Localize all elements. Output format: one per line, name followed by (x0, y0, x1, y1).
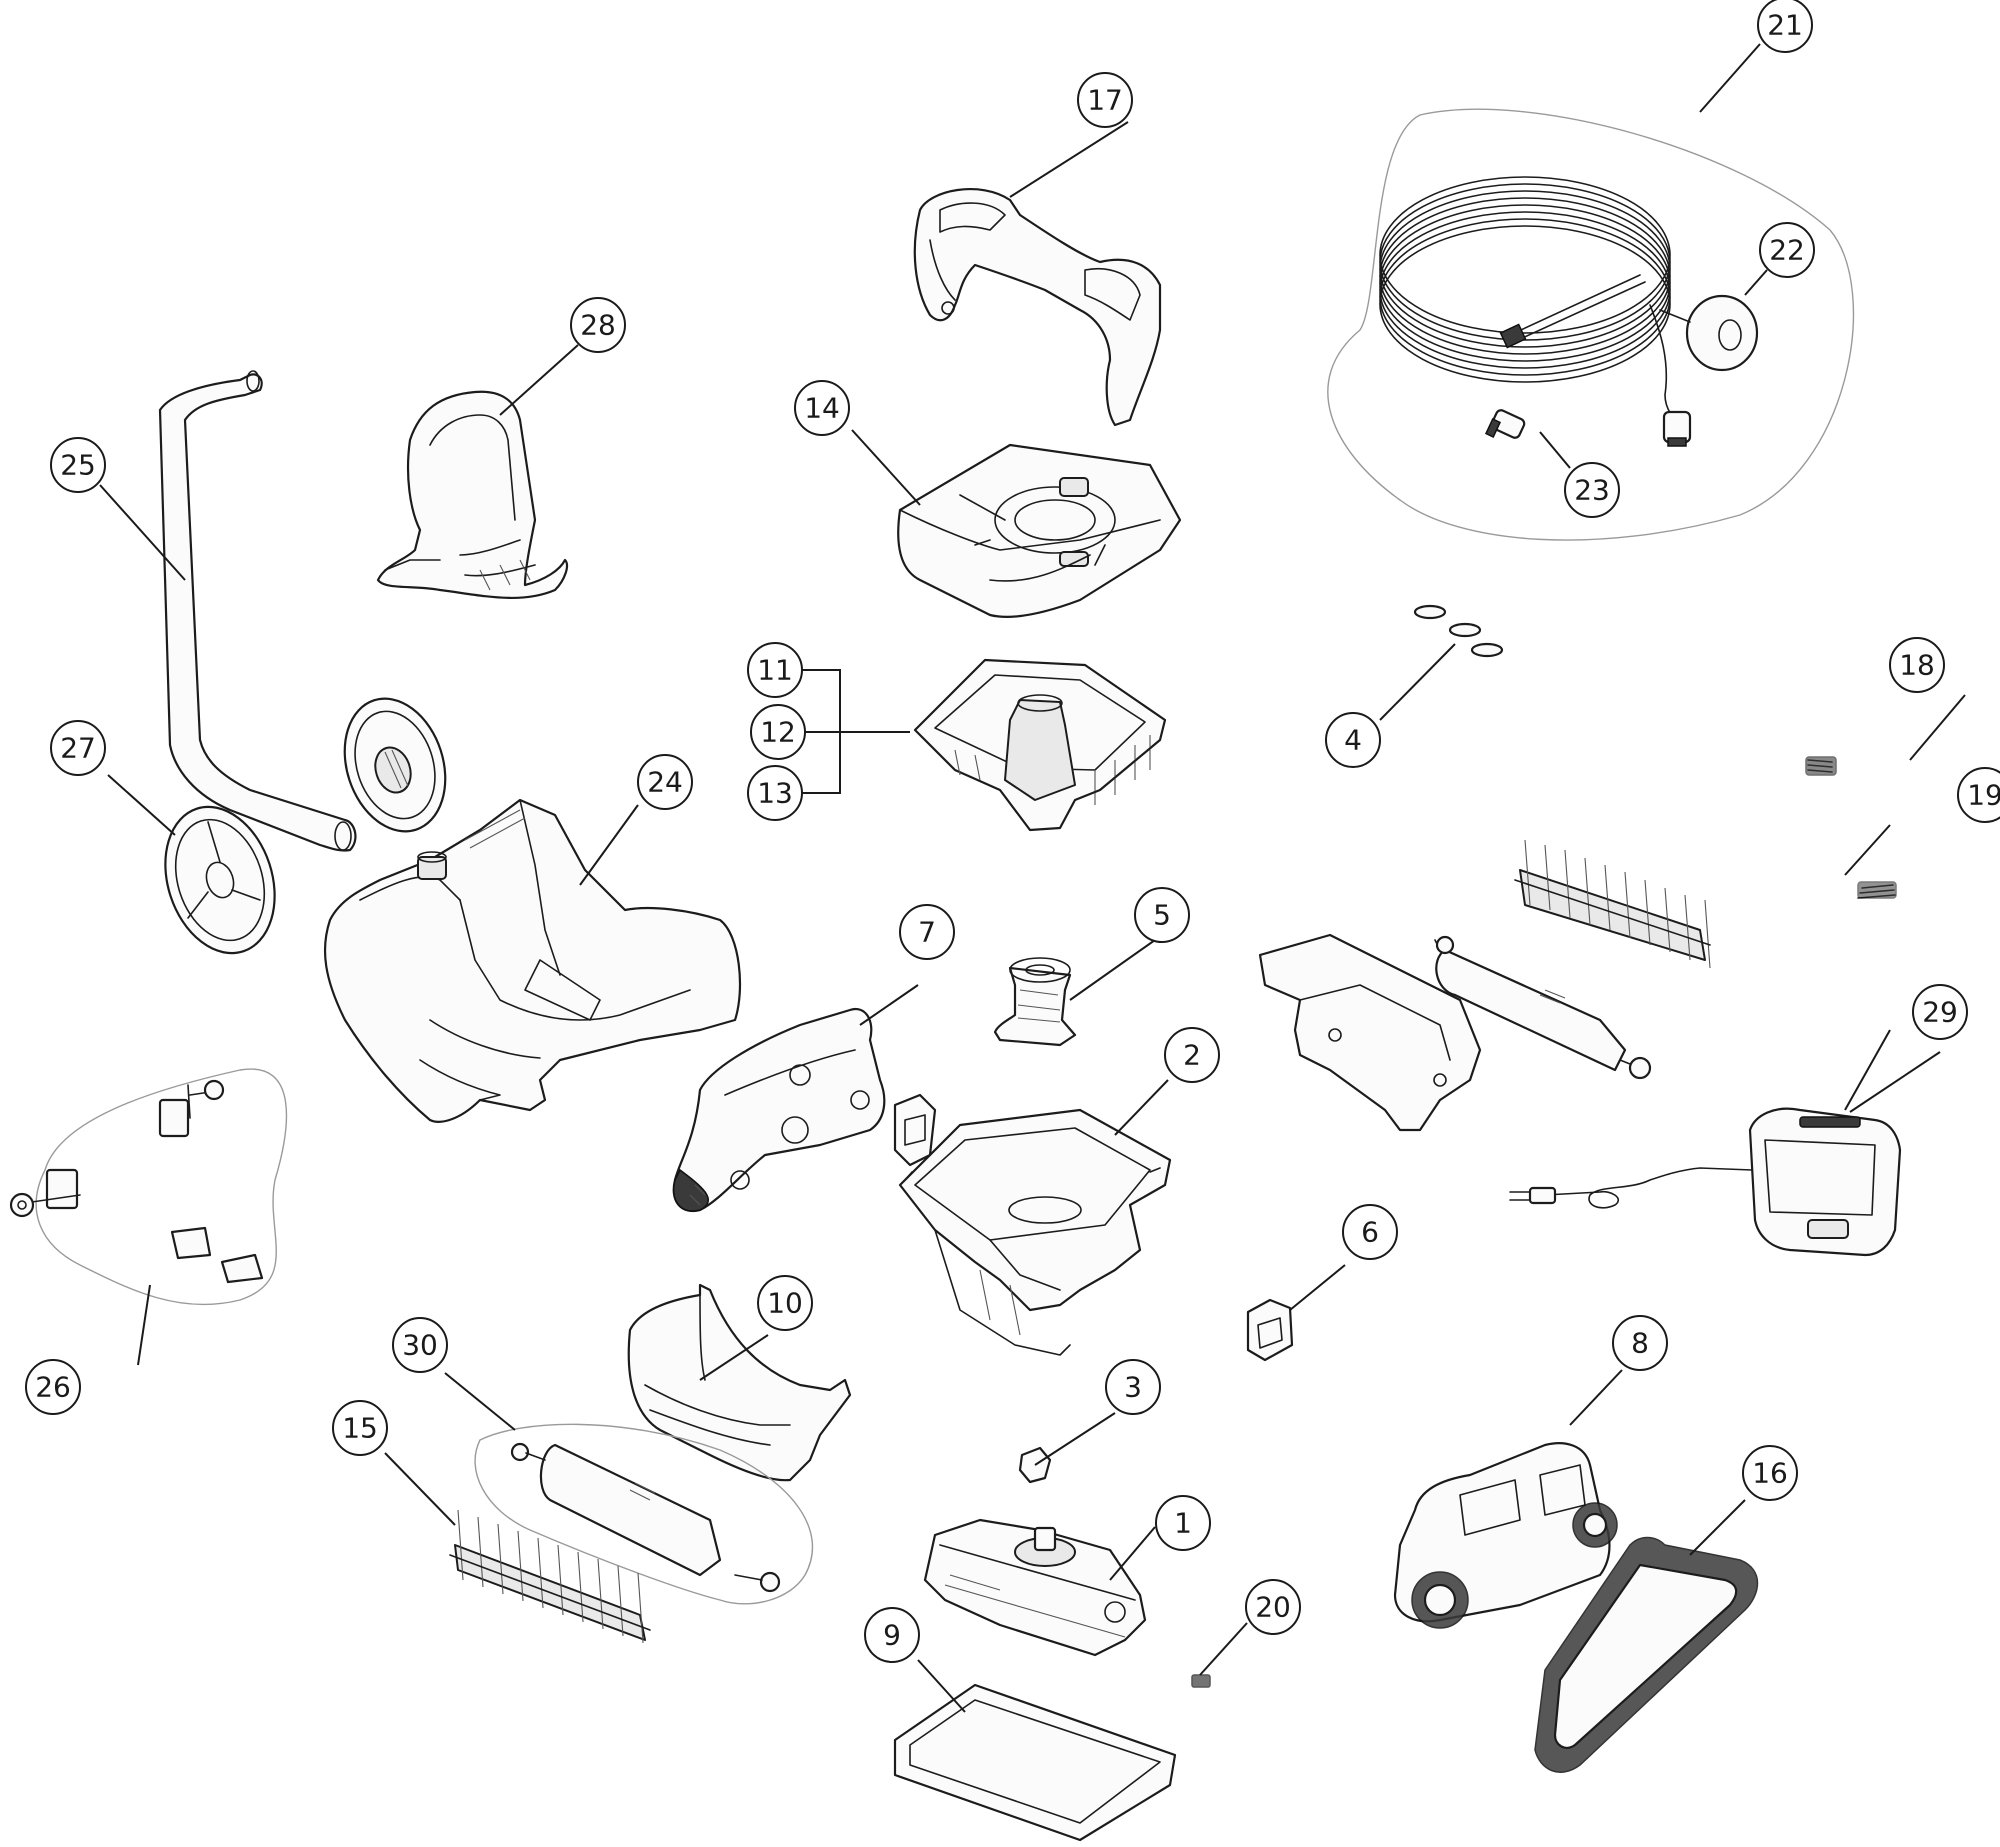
callout-19: 19 (1957, 767, 2000, 823)
callout-26: 26 (25, 1359, 81, 1415)
callout-7: 7 (899, 904, 955, 960)
part-27-wheel-right (343, 697, 447, 833)
svg-text:1: 1 (1174, 1507, 1192, 1540)
callout-15: 15 (332, 1400, 388, 1456)
callout-27: 27 (50, 720, 106, 776)
svg-text:30: 30 (402, 1329, 438, 1362)
callout-3: 3 (1105, 1359, 1161, 1415)
cable-group-outline (1327, 108, 1855, 541)
part-20-pin (1191, 1674, 1211, 1688)
callout-6: 6 (1342, 1204, 1398, 1260)
part-18-spring (1805, 756, 1837, 776)
callout-30: 30 (392, 1317, 448, 1373)
clips-group-outline (35, 1068, 288, 1306)
part-14-top-cover (897, 443, 1182, 618)
svg-text:23: 23 (1574, 474, 1610, 507)
svg-text:10: 10 (767, 1287, 803, 1320)
svg-text:9: 9 (883, 1619, 901, 1652)
part-27-wheel-left (164, 805, 276, 955)
svg-text:11: 11 (757, 654, 793, 687)
part-25-caddy-handle (158, 370, 357, 852)
part-23-connector (1484, 409, 1526, 439)
part-28-handle-support (376, 390, 569, 599)
svg-text:15: 15 (342, 1412, 378, 1445)
svg-text:3: 3 (1124, 1371, 1142, 1404)
svg-text:4: 4 (1344, 724, 1362, 757)
part-4-screws (1413, 604, 1504, 658)
svg-text:2: 2 (1183, 1039, 1201, 1072)
svg-text:25: 25 (60, 449, 96, 482)
svg-text:27: 27 (60, 732, 96, 765)
part-6-bracket (1246, 1298, 1294, 1362)
svg-text:17: 17 (1087, 84, 1123, 117)
svg-text:18: 18 (1899, 649, 1935, 682)
part-19-spring (1857, 881, 1897, 899)
part-21-floating-cable (1379, 176, 1692, 447)
callout-22: 22 (1759, 222, 1815, 278)
part-30-roller-tube (510, 1442, 781, 1593)
svg-text:16: 16 (1752, 1457, 1788, 1490)
callout-17: 17 (1077, 72, 1133, 128)
part-5-impeller (993, 957, 1077, 1047)
part-side-cover (1258, 933, 1482, 1132)
part-1-motor-block (923, 1518, 1147, 1657)
callout-16: 16 (1742, 1445, 1798, 1501)
part-9-base-plate (893, 1683, 1177, 1842)
svg-text:5: 5 (1153, 899, 1171, 932)
callout-13: 13 (747, 765, 803, 821)
callout-1: 1 (1155, 1495, 1211, 1551)
part-2-body (898, 1108, 1172, 1356)
callout-9: 9 (864, 1607, 920, 1663)
callout-20: 20 (1245, 1579, 1301, 1635)
svg-text:20: 20 (1255, 1591, 1291, 1624)
svg-text:7: 7 (918, 916, 936, 949)
callout-14: 14 (794, 380, 850, 436)
roller-group-outline (474, 1423, 814, 1605)
callout-21: 21 (1757, 0, 1813, 53)
svg-text:21: 21 (1767, 9, 1803, 42)
part-10-front-bumper (627, 1283, 852, 1482)
callout-12: 12 (750, 704, 806, 760)
callout-5: 5 (1134, 887, 1190, 943)
callout-24: 24 (637, 754, 693, 810)
callout-10: 10 (757, 1275, 813, 1331)
part-pivot-block (893, 1093, 937, 1167)
leader-lines (99, 43, 1966, 1713)
part-brush-roller-right (1514, 839, 1711, 969)
svg-text:8: 8 (1631, 1327, 1649, 1360)
svg-text:14: 14 (804, 392, 840, 425)
part-7-side-plate (672, 1007, 886, 1213)
callout-29: 29 (1912, 984, 1968, 1040)
part-22-swivel (1659, 294, 1759, 372)
part-29-power-supply (1509, 1107, 1902, 1257)
svg-text:24: 24 (647, 766, 683, 799)
part-26-clips (9, 1079, 264, 1284)
part-11-12-13-filter-basket (913, 658, 1167, 832)
callout-2: 2 (1164, 1027, 1220, 1083)
svg-text:26: 26 (35, 1371, 71, 1404)
svg-text:29: 29 (1922, 996, 1958, 1029)
callout-11: 11 (747, 642, 803, 698)
svg-text:28: 28 (580, 309, 616, 342)
callout-8: 8 (1612, 1315, 1668, 1371)
part-15-brush-roller (449, 1509, 651, 1644)
svg-text:12: 12 (760, 716, 796, 749)
part-8-drive-assembly (1393, 1442, 1618, 1629)
part-roller-tube-right (1434, 935, 1652, 1080)
callout-18: 18 (1889, 637, 1945, 693)
svg-text:22: 22 (1769, 234, 1805, 267)
svg-text:19: 19 (1967, 779, 2000, 812)
callout-28: 28 (570, 297, 626, 353)
part-24-caddy-base (323, 798, 742, 1123)
svg-text:6: 6 (1361, 1216, 1379, 1249)
callout-4: 4 (1325, 712, 1381, 768)
callout-23: 23 (1564, 462, 1620, 518)
part-17-handle (913, 188, 1162, 427)
part-16-track-belt (1534, 1536, 1759, 1773)
svg-text:13: 13 (757, 777, 793, 810)
callout-25: 25 (50, 437, 106, 493)
